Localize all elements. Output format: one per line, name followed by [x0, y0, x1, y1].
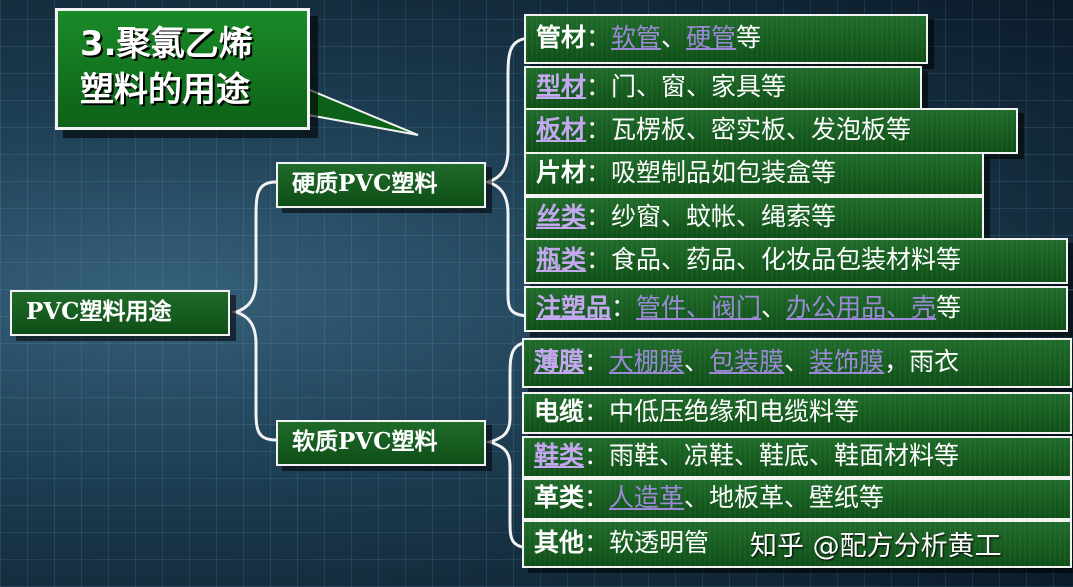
soft-use-item-link[interactable]: 装饰膜 — [809, 347, 885, 376]
rigid-use-item-separator: ： — [586, 115, 612, 144]
soft-use-item-separator: ： — [584, 347, 610, 376]
rigid-use-item-separator: ： — [611, 293, 637, 322]
root-bracket — [231, 180, 277, 442]
rigid-use-item-text: 、 — [661, 23, 687, 52]
rigid-use-item-text: 瓦楞板、密实板、发泡板等 — [611, 115, 912, 144]
rigid-use-item-text: 门、窗、家具等 — [611, 72, 787, 101]
soft-use-item-text: 、 — [784, 347, 810, 376]
slide-title: 3.聚氯乙烯 塑料的用途 — [55, 8, 310, 130]
soft-use-item: 鞋类：雨鞋、凉鞋、鞋底、鞋面材料等 — [522, 436, 1072, 478]
soft-use-item-text: 、地板革、壁纸等 — [684, 483, 885, 512]
rigid-use-item-text: 食品、药品、化妆品包装材料等 — [611, 245, 962, 274]
rigid-use-item-text: 等 — [736, 23, 762, 52]
soft-use-item-link[interactable]: 大棚膜 — [609, 347, 685, 376]
soft-use-item-separator: ： — [584, 483, 610, 512]
soft-use-item-separator: ： — [584, 528, 610, 557]
soft-use-item-category[interactable]: 薄膜 — [534, 347, 585, 376]
rigid-pvc-node: 硬质PVC塑料 — [276, 162, 486, 208]
rigid-use-item-category[interactable]: 丝类 — [536, 202, 587, 231]
rigid-use-item: 管材：软管、硬管等 — [524, 14, 928, 64]
soft-use-item-category: 革类 — [534, 483, 585, 512]
soft-use-item: 薄膜：大棚膜、包装膜、装饰膜，雨衣 — [522, 338, 1072, 388]
rigid-use-item-category[interactable]: 注塑品 — [536, 293, 612, 322]
soft-use-item-category[interactable]: 鞋类 — [534, 441, 585, 470]
soft-use-item-link[interactable]: 人造革 — [609, 483, 685, 512]
title-line-1: 3.聚氯乙烯 — [80, 24, 253, 64]
soft-use-item-link[interactable]: 包装膜 — [709, 347, 785, 376]
rigid-use-item-separator: ： — [586, 245, 612, 274]
rigid-use-item-separator: ： — [586, 23, 612, 52]
root-label: PVC塑料用途 — [26, 298, 172, 325]
rigid-use-item-text: 等 — [936, 293, 962, 322]
soft-use-item-text: 中低压绝缘和电缆料等 — [609, 397, 860, 426]
rigid-use-item: 板材：瓦楞板、密实板、发泡板等 — [524, 108, 1018, 154]
soft-label: 软质PVC塑料 — [292, 428, 438, 455]
rigid-use-item-separator: ： — [586, 72, 612, 101]
soft-use-item: 其他：软透明管 — [522, 520, 1072, 568]
rigid-use-item: 型材：门、窗、家具等 — [524, 66, 922, 110]
rigid-use-item-text: 纱窗、蚊帐、绳索等 — [611, 202, 837, 231]
title-line-2: 塑料的用途 — [80, 70, 250, 110]
rigid-use-item-category[interactable]: 瓶类 — [536, 245, 587, 274]
rigid-label: 硬质PVC塑料 — [292, 170, 438, 197]
soft-pvc-node: 软质PVC塑料 — [276, 420, 486, 466]
root-node: PVC塑料用途 — [10, 290, 230, 336]
rigid-use-item-link[interactable]: 办公用品、壳 — [786, 293, 937, 322]
rigid-use-item-link[interactable]: 管件、阀门 — [636, 293, 762, 322]
watermark: 知乎 @配方分析黄工 — [750, 531, 1002, 562]
soft-use-item-text: 、 — [684, 347, 710, 376]
rigid-use-item-category[interactable]: 板材 — [536, 115, 587, 144]
rigid-use-item-category: 片材 — [536, 158, 587, 187]
rigid-use-item-category[interactable]: 型材 — [536, 72, 587, 101]
rigid-use-item-separator: ： — [586, 158, 612, 187]
rigid-use-item: 瓶类：食品、药品、化妆品包装材料等 — [524, 238, 1068, 284]
soft-use-item-separator: ： — [584, 441, 610, 470]
rigid-use-item-category: 管材 — [536, 23, 587, 52]
soft-use-item-text: ，雨衣 — [884, 347, 960, 376]
soft-use-item-text: 雨鞋、凉鞋、鞋底、鞋面材料等 — [609, 441, 960, 470]
rigid-use-item: 片材：吸塑制品如包装盒等 — [524, 152, 984, 196]
rigid-use-item-text: 吸塑制品如包装盒等 — [611, 158, 837, 187]
soft-use-item-category: 电缆 — [534, 397, 585, 426]
soft-use-item-text: 软透明管 — [609, 528, 710, 557]
soft-use-item-category: 其他 — [534, 528, 585, 557]
rigid-use-item-text: 、 — [761, 293, 787, 322]
rigid-use-item: 丝类：纱窗、蚊帐、绳索等 — [524, 196, 984, 240]
rigid-use-item-separator: ： — [586, 202, 612, 231]
rigid-use-item-link[interactable]: 硬管 — [686, 23, 737, 52]
soft-use-item-separator: ： — [584, 397, 610, 426]
rigid-use-item: 注塑品：管件、阀门、办公用品、壳等 — [524, 286, 1068, 332]
soft-use-item: 革类：人造革、地板革、壁纸等 — [522, 478, 1072, 520]
soft-use-item: 电缆：中低压绝缘和电缆料等 — [522, 392, 1072, 434]
rigid-use-item-link[interactable]: 软管 — [611, 23, 662, 52]
